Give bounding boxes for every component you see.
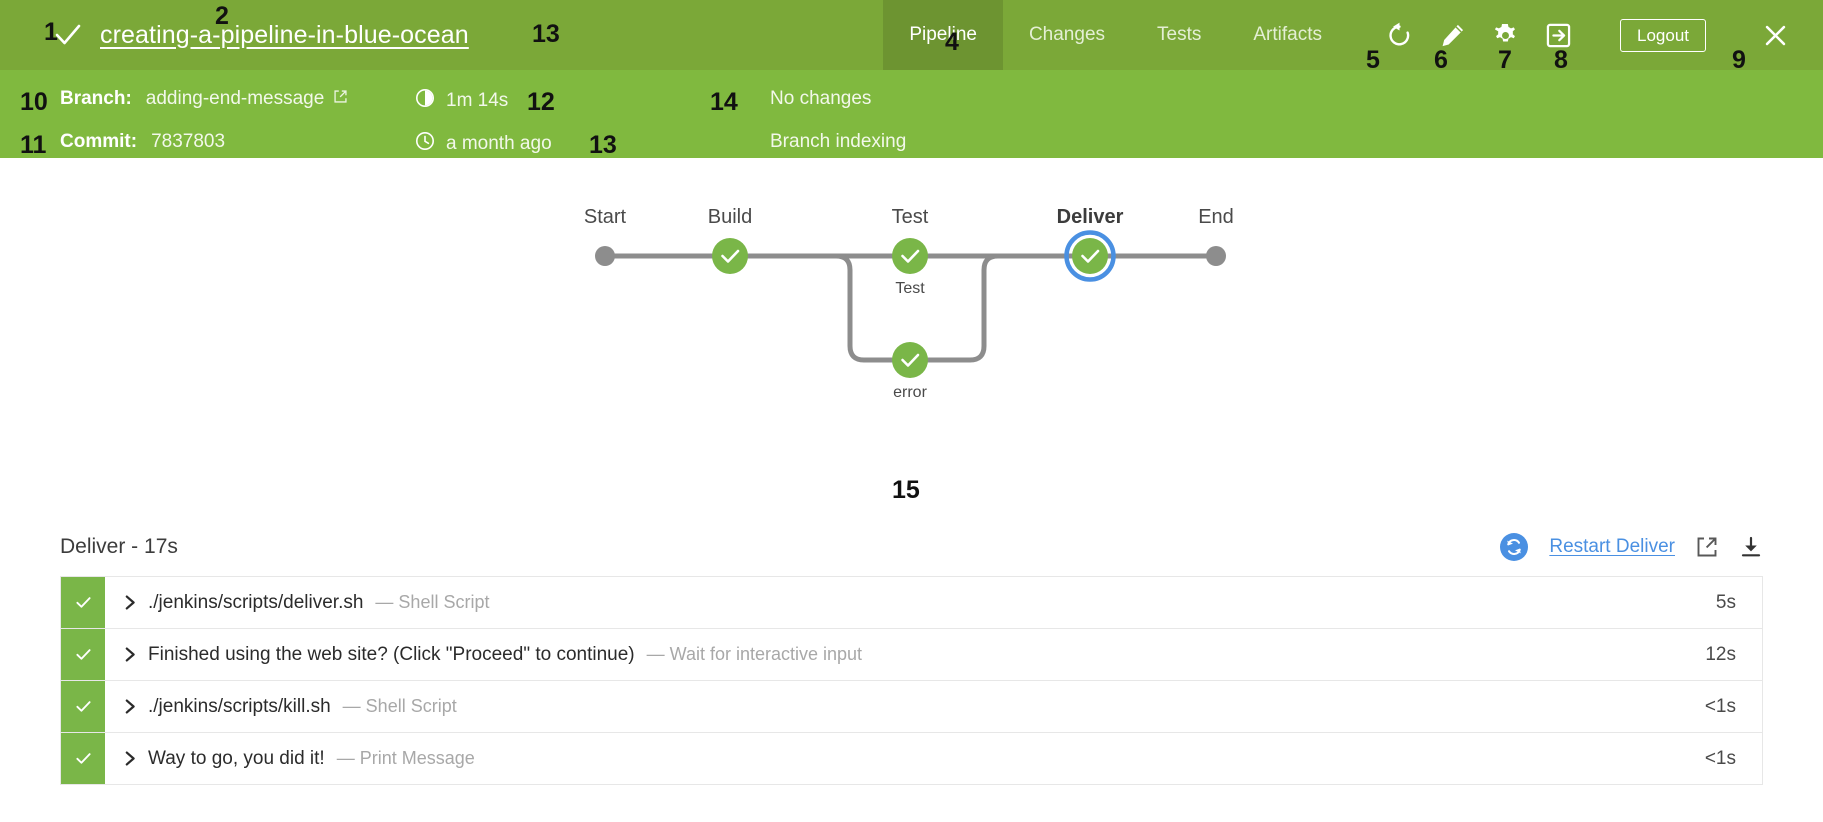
header-actions: Logout <box>1348 18 1823 52</box>
step-duration: 12s <box>1705 643 1736 665</box>
restart-circle-icon[interactable] <box>1499 532 1529 562</box>
tab-artifacts[interactable]: Artifacts <box>1253 24 1322 45</box>
stage-label-build[interactable]: Build <box>707 206 753 228</box>
step-type: — Shell Script <box>342 696 457 716</box>
chevron-right-icon <box>125 699 135 714</box>
duration-row: 1m 14s <box>415 88 508 114</box>
external-link-icon[interactable] <box>324 88 348 110</box>
half-circle-icon <box>415 88 446 114</box>
cause-row: Branch indexing <box>770 131 906 153</box>
changes-text: No changes <box>770 88 872 109</box>
run-identity: creating-a-pipeline-in-blue-ocean <box>0 21 469 50</box>
step-duration: 5s <box>1715 591 1736 613</box>
result-title: Deliver - 17s <box>60 535 178 558</box>
tab-tests[interactable]: Tests <box>1157 24 1202 45</box>
timestamp-row: a month ago <box>415 131 552 157</box>
node-build <box>712 238 748 274</box>
step-status-success <box>61 629 105 680</box>
step-body[interactable]: Finished using the web site? (Click "Pro… <box>105 629 1642 680</box>
check-icon <box>54 21 82 49</box>
branch-value: adding-end-message <box>145 88 325 109</box>
chevron-right-icon <box>125 647 135 662</box>
step-name: ./jenkins/scripts/deliver.sh <box>148 591 364 613</box>
rerun-icon[interactable] <box>1386 22 1413 49</box>
step-body[interactable]: ./jenkins/scripts/deliver.sh — Shell Scr… <box>105 577 1642 628</box>
step-name: Way to go, you did it! <box>148 747 325 769</box>
open-external-icon[interactable] <box>1695 535 1719 559</box>
download-icon[interactable] <box>1739 535 1763 559</box>
branch-row: Branch: adding-end-message <box>60 88 348 110</box>
gear-icon[interactable] <box>1492 22 1519 49</box>
duration-value: 1m 14s <box>446 90 509 111</box>
edge-branch-up <box>910 253 1016 363</box>
step-body[interactable]: ./jenkins/scripts/kill.sh — Shell Script <box>105 681 1642 732</box>
stage-label-start[interactable]: Start <box>583 206 627 228</box>
step-row[interactable]: Way to go, you did it! — Print Message <… <box>61 733 1762 785</box>
step-type: — Shell Script <box>375 592 490 612</box>
check-icon <box>75 701 91 712</box>
parallel-label-test[interactable]: Test <box>895 280 925 297</box>
clock-icon <box>415 131 446 157</box>
edge-branch-down <box>835 253 910 363</box>
tab-pipeline[interactable]: Pipeline <box>883 0 1003 70</box>
commit-value[interactable]: 7837803 <box>151 131 226 152</box>
stage-label-end[interactable]: End <box>1198 206 1234 228</box>
step-type: — Wait for interactive input <box>646 644 863 664</box>
check-icon <box>75 649 91 660</box>
step-row[interactable]: Finished using the web site? (Click "Pro… <box>61 629 1762 681</box>
stage-label-test[interactable]: Test <box>891 206 929 228</box>
step-name: ./jenkins/scripts/kill.sh <box>148 695 331 717</box>
step-status-success <box>61 577 105 628</box>
check-icon <box>75 753 91 764</box>
step-duration: <1s <box>1704 747 1736 769</box>
top-header: creating-a-pipeline-in-blue-ocean Pipeli… <box>0 0 1823 70</box>
close-icon[interactable] <box>1762 22 1789 49</box>
tab-changes[interactable]: Changes <box>1028 24 1106 45</box>
result-actions: Restart Deliver <box>1499 532 1763 562</box>
stage-label-deliver[interactable]: Deliver <box>1056 206 1124 228</box>
branch-label: Branch: <box>60 88 132 109</box>
step-type: — Print Message <box>336 748 475 768</box>
step-body[interactable]: Way to go, you did it! — Print Message <box>105 733 1642 784</box>
cause-text: Branch indexing <box>770 131 907 152</box>
logout-arrow-icon[interactable] <box>1545 22 1572 49</box>
node-error <box>892 342 928 378</box>
pipeline-graph-svg <box>595 230 1226 378</box>
node-start <box>595 246 615 266</box>
step-row[interactable]: ./jenkins/scripts/kill.sh — Shell Script… <box>61 681 1762 733</box>
step-duration: <1s <box>1704 695 1736 717</box>
chevron-right-icon <box>125 595 135 610</box>
node-deliver <box>1064 230 1116 282</box>
check-icon <box>75 597 91 608</box>
step-name: Finished using the web site? (Click "Pro… <box>148 643 635 665</box>
run-title-link[interactable]: creating-a-pipeline-in-blue-ocean <box>100 20 469 49</box>
main-tabs: Pipeline Changes Tests Artifacts <box>883 0 1348 70</box>
node-end <box>1206 246 1226 266</box>
pipeline-graph: Start Build Test Deliver End Test error <box>0 158 1823 518</box>
logout-button[interactable]: Logout <box>1620 18 1706 52</box>
step-list: ./jenkins/scripts/deliver.sh — Shell Scr… <box>60 576 1763 785</box>
result-header: Deliver - 17s Restart Deliver <box>60 518 1763 576</box>
edit-pencil-icon[interactable] <box>1439 22 1466 49</box>
chevron-right-icon <box>125 751 135 766</box>
commit-row: Commit: 7837803 <box>60 131 225 153</box>
timestamp-value: a month ago <box>446 133 552 154</box>
step-row[interactable]: ./jenkins/scripts/deliver.sh — Shell Scr… <box>61 577 1762 629</box>
commit-label: Commit: <box>60 131 138 152</box>
restart-deliver-link[interactable]: Restart Deliver <box>1549 536 1675 557</box>
node-test <box>892 238 928 274</box>
changes-row: No changes <box>770 88 871 110</box>
step-status-success <box>61 733 105 784</box>
step-status-success <box>61 681 105 732</box>
run-meta-bar: Branch: adding-end-message Commit: 78378… <box>0 70 1823 158</box>
parallel-label-error[interactable]: error <box>893 384 927 401</box>
